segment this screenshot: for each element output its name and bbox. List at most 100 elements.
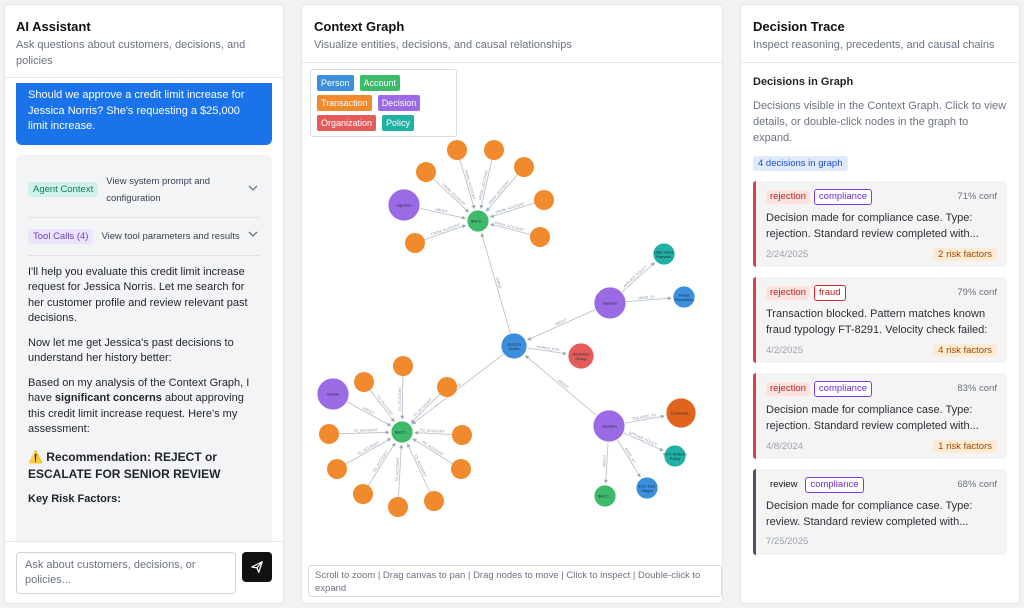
agent-context-toggle[interactable]: Agent Context View system prompt and con… <box>28 163 260 218</box>
graph-node-comm[interactable] <box>665 397 697 429</box>
decisions-section: Decisions in Graph Decisions visible in … <box>741 76 1019 555</box>
graph-node-acc1[interactable] <box>466 209 490 233</box>
node-label: Prevention <box>674 297 693 302</box>
tool-calls-toggle[interactable]: Tool Calls (4) View tool parameters and … <box>28 218 260 256</box>
agent-text: about approving this credit limit increa… <box>28 392 244 435</box>
node-label: rejection <box>396 203 411 208</box>
chevron-down-icon <box>246 229 260 243</box>
decision-description: Transaction blocked. Pattern matches kno… <box>766 308 988 336</box>
decision-type-tag: rejection <box>766 382 810 396</box>
graph-node-rej2[interactable] <box>593 286 627 320</box>
edge-label: FROM_ACCOUNT <box>431 222 462 236</box>
edge-label: RELATED_TO <box>633 413 657 421</box>
graph-edge <box>456 149 476 210</box>
agent-paragraph: Based on my analysis of the Context Grap… <box>28 376 260 438</box>
graph-node-high[interactable] <box>652 242 676 266</box>
decision-category-tag: compliance <box>813 189 872 205</box>
transaction-node[interactable] <box>405 233 425 253</box>
graph-edge <box>328 430 390 435</box>
graph-node-fraud[interactable] <box>672 285 696 309</box>
decision-trace-panel: Decision Trace Inspect reasoning, preced… <box>740 4 1020 604</box>
risk-factors-badge: 2 risk factors <box>933 248 997 261</box>
legend-item: Decision <box>377 95 421 111</box>
decision-category-tag: fraud <box>813 285 846 301</box>
graph-node-person[interactable] <box>500 332 528 360</box>
transaction-node[interactable] <box>393 356 413 376</box>
node-label: review <box>327 392 339 397</box>
graph-node-review[interactable] <box>316 377 350 411</box>
transaction-node[interactable] <box>484 140 504 160</box>
agent-bold-text: significant concerns <box>54 392 162 404</box>
decision-date: 2/24/2025 <box>766 249 809 260</box>
graph-node-acc3[interactable] <box>593 484 617 508</box>
graph-node-rej1[interactable] <box>387 188 421 222</box>
edge-label: ABOUT <box>435 207 449 214</box>
confidence: 83% conf <box>957 383 997 394</box>
send-button[interactable] <box>242 552 272 582</box>
graph-node-rej3[interactable] <box>592 409 626 443</box>
transaction-node[interactable] <box>424 491 444 511</box>
transaction-node[interactable] <box>514 157 534 177</box>
context-graph-panel: Context Graph Visualize entities, decisi… <box>301 4 723 604</box>
edge-label: FROM_ACCOUNT <box>488 179 511 205</box>
edge-label: TO_ACCOUNT <box>376 394 395 417</box>
transaction-node[interactable] <box>447 140 467 160</box>
transaction-node[interactable] <box>452 425 472 445</box>
chat-thread[interactable]: Should we approve a credit limit increas… <box>5 79 283 541</box>
decision-description: Decision made for compliance case. Type:… <box>766 212 979 240</box>
tool-calls-badge: Tool Calls (4) <box>28 228 94 244</box>
transaction-node[interactable] <box>354 372 374 392</box>
node-label: $ACC... <box>395 430 409 435</box>
agent-response: Agent Context View system prompt and con… <box>16 154 272 541</box>
transaction-node[interactable] <box>319 424 339 444</box>
graph-node-dd[interactable] <box>635 476 659 500</box>
transaction-node[interactable] <box>353 484 373 504</box>
legend-item: Policy <box>382 115 415 131</box>
graph-node-kyc[interactable] <box>663 444 687 468</box>
ai-assistant-panel: AI Assistant Ask questions about custome… <box>4 4 284 604</box>
decision-date: 7/25/2025 <box>766 536 809 547</box>
graph-node-acc2[interactable] <box>390 420 414 444</box>
legend-item: Person <box>317 75 354 91</box>
message-composer <box>5 541 283 603</box>
graph-header: Context Graph Visualize entities, decisi… <box>302 5 722 63</box>
transaction-node[interactable] <box>451 459 471 479</box>
edge-label: ABOUT <box>362 406 375 416</box>
edge-label: TO_ACCOUNT <box>395 456 400 482</box>
edge-label: FROM_ACCOUNT <box>441 183 466 207</box>
graph-subtitle: Visualize entities, decisions, and causa… <box>314 39 572 51</box>
transaction-node[interactable] <box>530 227 550 247</box>
graph-edge <box>336 438 392 470</box>
transaction-node[interactable] <box>437 377 457 397</box>
graph-edge <box>397 444 404 508</box>
transaction-node[interactable] <box>416 162 436 182</box>
user-message: Should we approve a credit limit increas… <box>16 83 272 145</box>
graph-node-org[interactable] <box>567 342 595 370</box>
decision-description: Decision made for compliance case. Type:… <box>766 404 979 432</box>
edge-label: TO_ACCOUNT <box>353 428 379 433</box>
node-label: $ACC... <box>471 219 485 224</box>
node-label: Communi... <box>671 411 691 416</box>
transaction-node[interactable] <box>534 190 554 210</box>
trace-header: Decision Trace Inspect reasoning, preced… <box>741 5 1019 63</box>
transaction-node[interactable] <box>327 459 347 479</box>
node-label: Fraud <box>679 292 689 297</box>
graph-edge <box>524 355 610 427</box>
recommendation-heading: ⚠️ Recommendation: REJECT or ESCALATE FO… <box>28 449 221 481</box>
decision-category-tag: compliance <box>805 477 864 493</box>
node-label: High-Value <box>654 249 674 254</box>
decision-footer: 7/25/2025 <box>766 536 997 547</box>
transaction-node[interactable] <box>388 497 408 517</box>
message-input[interactable] <box>16 552 236 594</box>
edge-label: WORKS_FOR <box>536 345 560 352</box>
